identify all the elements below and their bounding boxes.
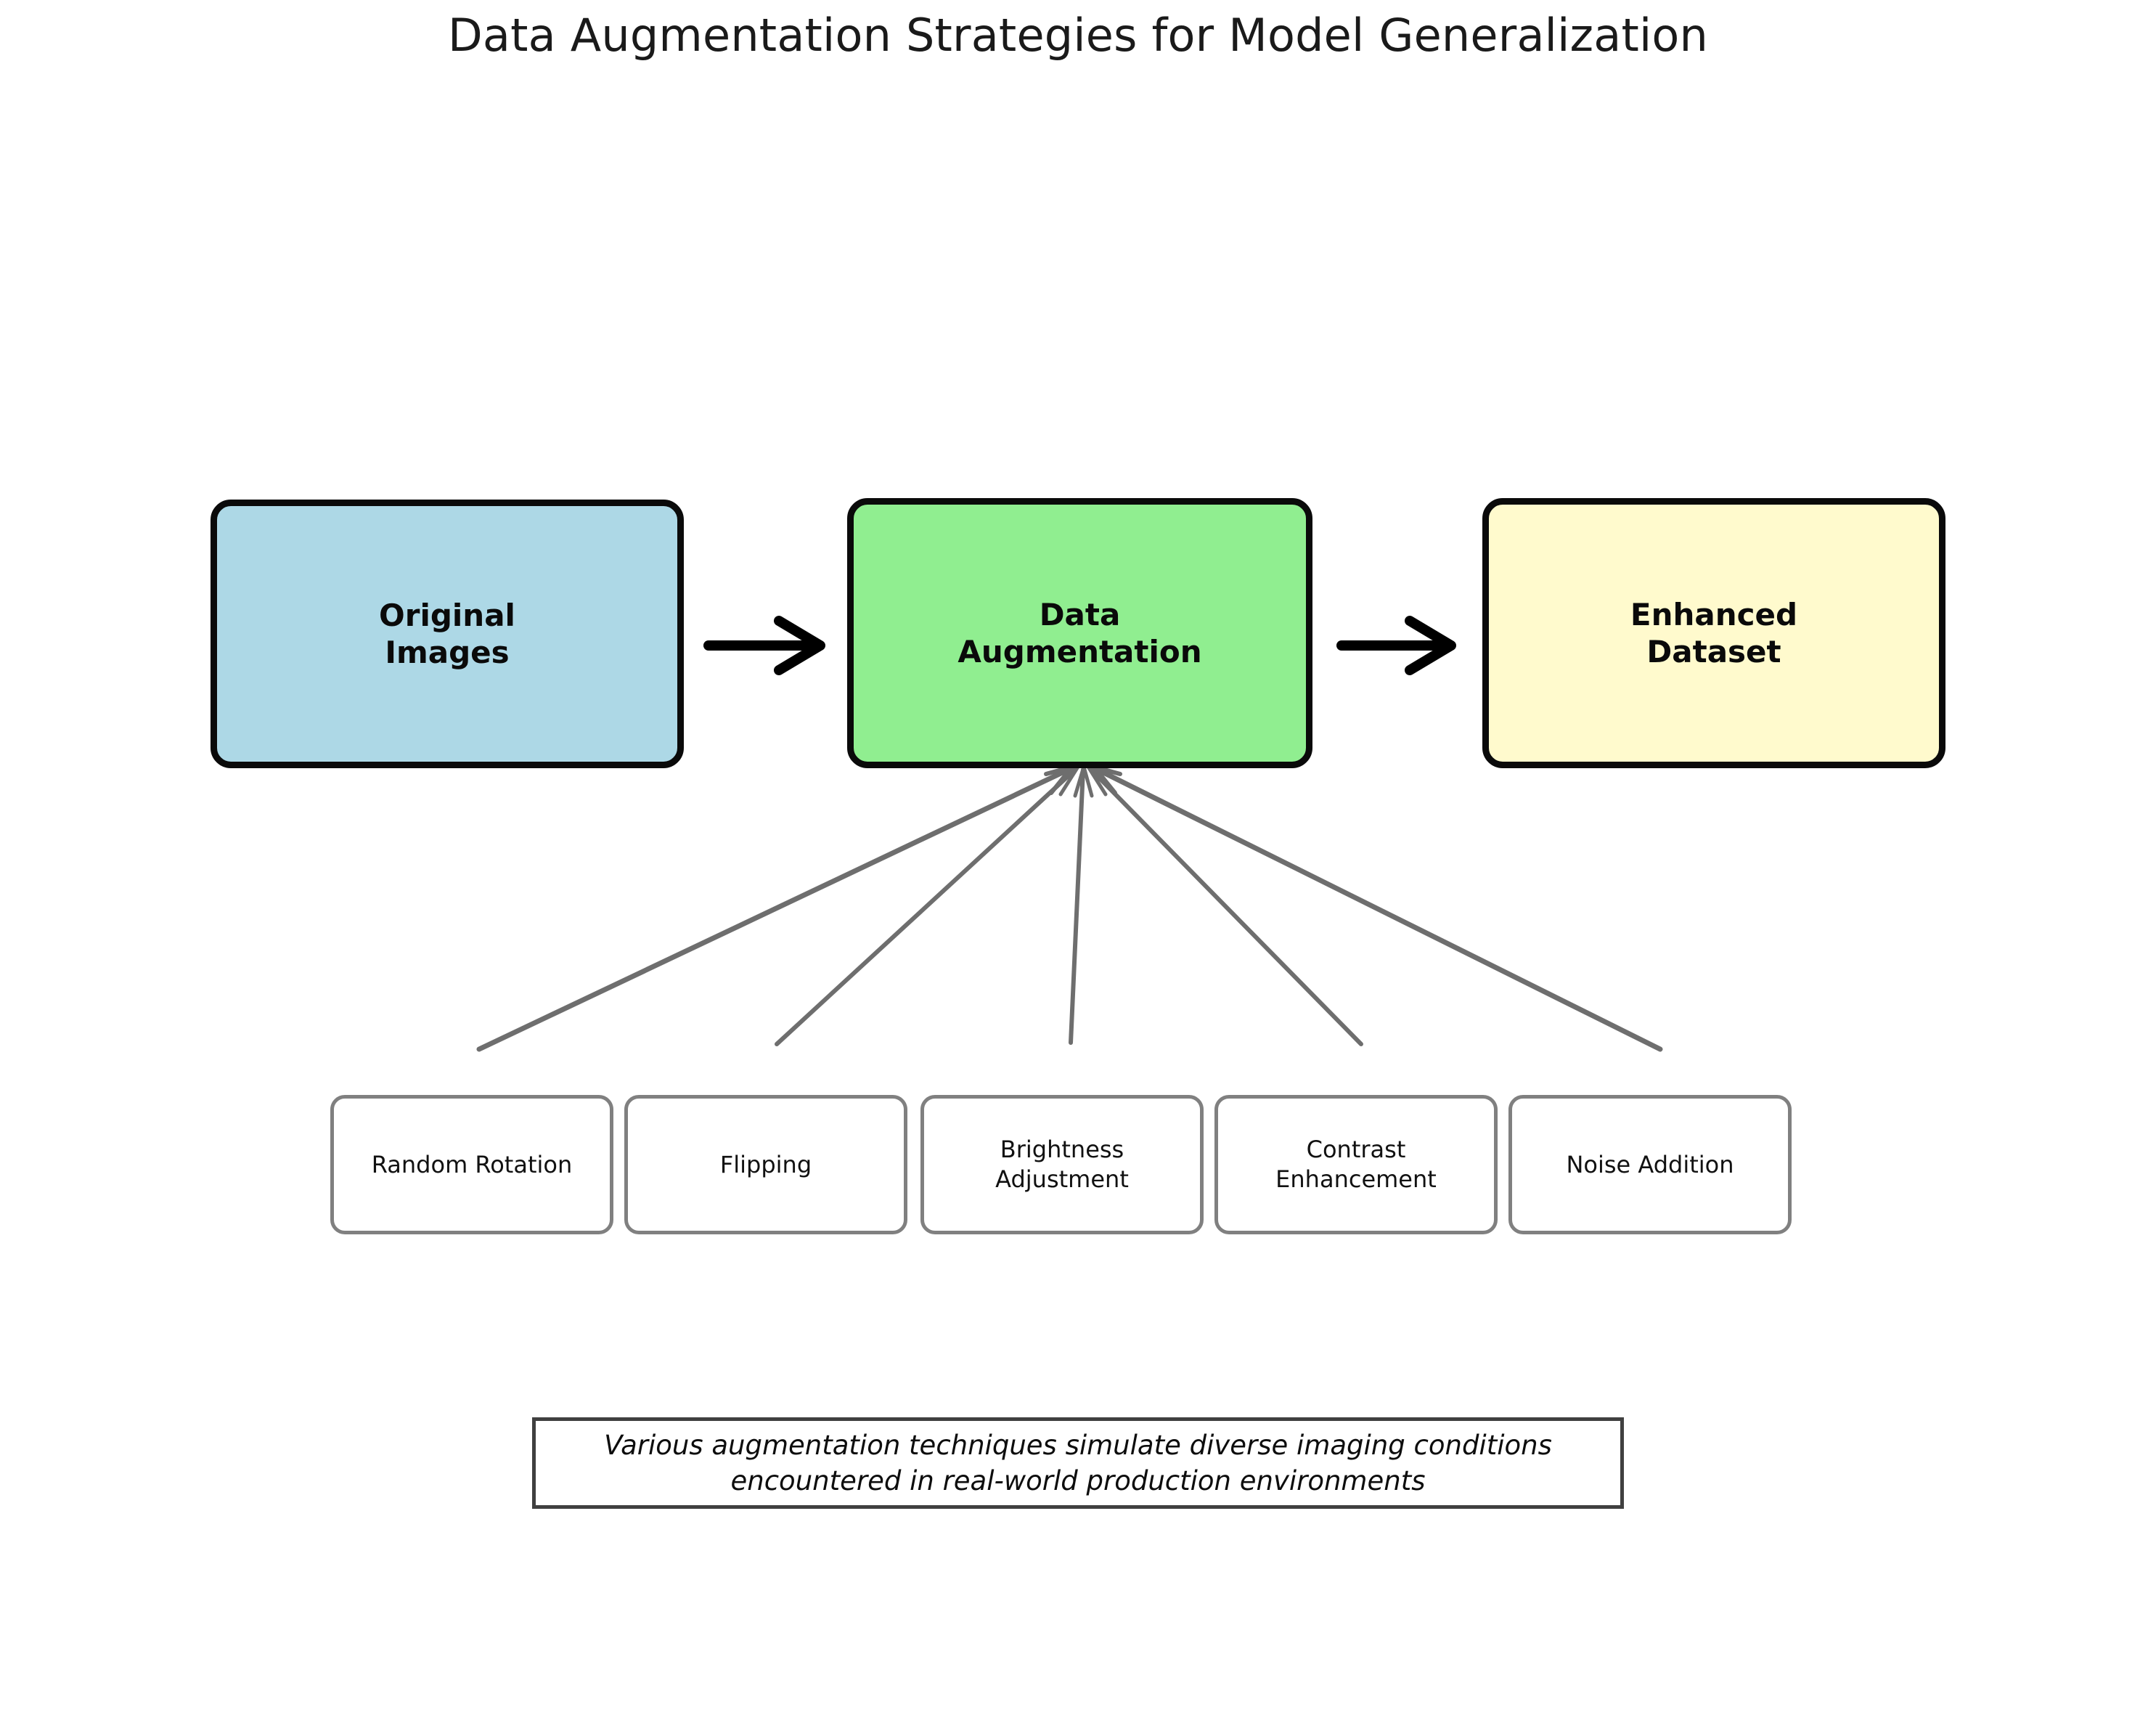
technique-box-brightness-adjustment[interactable]: Brightness Adjustment [920, 1095, 1204, 1234]
caption-box: Various augmentation techniques simulate… [532, 1417, 1624, 1509]
technique-label: Contrast Enhancement [1275, 1136, 1437, 1193]
technique-label: Random Rotation [371, 1150, 573, 1178]
technique-connector-2 [1069, 765, 1094, 1045]
stage-label-original-images: Original Images [379, 597, 515, 670]
technique-label: Noise Addition [1566, 1150, 1734, 1178]
stage-label-data-augmentation: Data Augmentation [957, 596, 1202, 669]
pipeline-arrow-2 [1336, 616, 1456, 675]
stage-box-enhanced-dataset[interactable]: Enhanced Dataset [1482, 498, 1945, 768]
technique-connector-1 [775, 765, 1080, 1046]
caption-text: Various augmentation techniques simulate… [604, 1429, 1552, 1496]
technique-label: Brightness Adjustment [995, 1136, 1129, 1193]
technique-connector-4 [1092, 765, 1663, 1052]
technique-connector-0 [476, 765, 1074, 1052]
technique-box-contrast-enhancement[interactable]: Contrast Enhancement [1214, 1095, 1498, 1234]
stage-box-original-images[interactable]: Original Images [211, 500, 684, 768]
technique-box-noise-addition[interactable]: Noise Addition [1508, 1095, 1792, 1234]
technique-box-flipping[interactable]: Flipping [624, 1095, 907, 1234]
page-title: Data Augmentation Strategies for Model G… [447, 9, 1709, 62]
technique-label: Flipping [719, 1150, 812, 1178]
technique-box-random-rotation[interactable]: Random Rotation [330, 1095, 613, 1234]
technique-connector-3 [1086, 765, 1363, 1046]
stage-label-enhanced-dataset: Enhanced Dataset [1630, 596, 1798, 669]
stage-box-data-augmentation[interactable]: Data Augmentation [847, 498, 1312, 768]
pipeline-arrow-1 [703, 616, 825, 675]
